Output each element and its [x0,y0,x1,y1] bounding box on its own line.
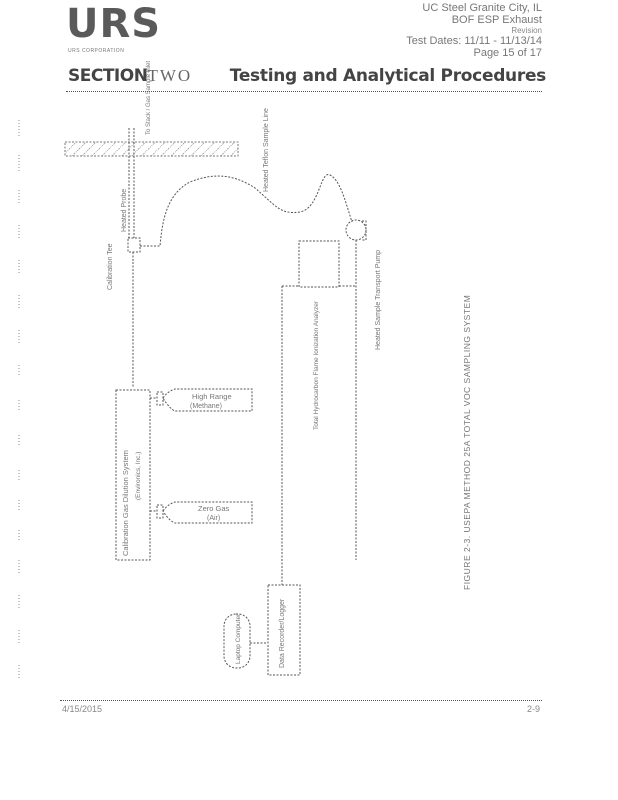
figure-caption: FIGURE 2-3. USEPA METHOD 25A TOTAL VOC S… [462,295,472,590]
high-range-cylinder [150,388,253,412]
footer-doc-number: 4/15/2015 [62,704,103,714]
margin-binder-marks [18,120,20,680]
calibration-tee [127,237,141,253]
heated-sample-line [140,174,353,247]
header-rule [66,91,542,92]
label-probe-inlet: To Stack / Gas Sample Inlet [146,61,152,135]
header-info: UC Steel Granite City, IL BOF ESP Exhaus… [406,2,542,59]
logo-tagline: URS CORPORATION [68,48,125,54]
page-title: Testing and Analytical Procedures [229,66,547,86]
label-analyzer: Total Hydrocarbon Flame Ionization Analy… [313,300,320,430]
header-info-source: BOF ESP Exhaust [451,14,542,26]
logo-text: URS [66,1,162,47]
stack-wall [64,141,239,157]
section-number: TWO [147,66,193,85]
label-dilution-system: Calibration Gas Dilution System [121,450,130,556]
label-heated-probe: Heated Probe [121,189,128,232]
label-heated-sample-line: Heated Teflon Sample Line [263,108,270,192]
footer-page-number: 2-9 [527,704,541,714]
analyzer-box [298,240,340,288]
label-calibration-tee: Calibration Tee [107,243,114,290]
data-recorder-box [267,584,301,676]
section-heading: SECTIONTWO [68,66,192,86]
heated-sample-pump [345,219,367,241]
label-laptop: Laptop Computer [235,613,242,664]
company-logo: URS URS CORPORATION [66,4,170,54]
label-data-recorder: Data Recorder/Logger [279,598,286,668]
label-heated-sample-pump: Heated Sample Transport Pump [375,250,382,350]
label-dilution-sub: (Environics, Inc.) [135,452,142,500]
zero-gas-cylinder [150,501,253,524]
footer-rule [60,700,542,701]
laptop-computer [223,613,251,669]
label-high-range-sub: (Methane) [190,403,222,410]
header-info-dates: Test Dates: 11/11 - 11/13/14 [406,35,542,47]
section-label: SECTION [68,66,148,86]
header-info-revision: Revision [511,26,542,35]
label-zero-gas-sub: (Air) [207,515,220,522]
header-info-page: Page 15 of 17 [473,47,542,59]
header-info-site: UC Steel Granite City, IL [422,2,542,14]
label-high-range: High Range [192,392,232,401]
label-zero-gas: Zero Gas [198,504,230,513]
dilution-system-box [115,389,151,561]
